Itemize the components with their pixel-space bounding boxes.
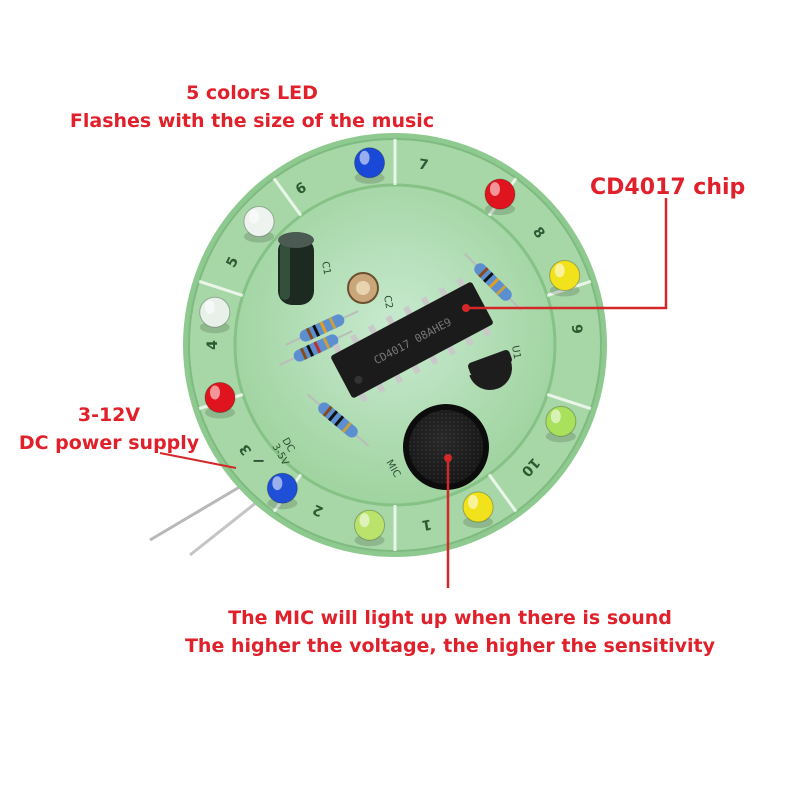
leader-lines [159, 198, 668, 588]
capacitor-c1: C1 [278, 232, 332, 305]
transistor: U1 [468, 345, 522, 390]
power-leads [149, 480, 263, 557]
led-1 [462, 491, 494, 529]
led-annotation-line1: 5 colors LED [186, 82, 318, 104]
led-array [199, 147, 581, 547]
led-number-7: 7 [417, 157, 429, 174]
led-6 [243, 206, 275, 243]
ring-divider [487, 473, 518, 513]
chip-leader-line [466, 198, 668, 310]
led-9 [549, 259, 581, 297]
ring-divider [198, 279, 244, 297]
led-7 [354, 147, 386, 184]
led-annotation: 5 colors LED Flashes with the size of th… [52, 80, 452, 135]
led-number-9: 9 [568, 324, 585, 335]
led-8 [484, 178, 516, 216]
mic-annotation-line2: The higher the voltage, the higher the s… [184, 634, 716, 657]
chip-annotation: CD4017 chip [590, 175, 746, 200]
mic-annotation-line1: The MIC will light up when there is soun… [228, 607, 672, 629]
c1-label: C1 [319, 261, 332, 276]
led-10 [545, 405, 577, 443]
power-annotation: 3-12V DC power supply [14, 402, 204, 457]
power-leader-line [159, 452, 237, 469]
led-4 [204, 382, 236, 419]
led-2 [354, 509, 386, 547]
minus-label: − [252, 451, 265, 470]
mic-annotation: The MIC will light up when there is soun… [150, 605, 750, 660]
u1-label: U1 [509, 345, 522, 360]
capacitor-c2: C2 [347, 272, 394, 310]
power-annotation-line2: DC power supply [18, 431, 200, 454]
resistors [279, 253, 522, 447]
led-number-4: 4 [205, 340, 221, 350]
led-number-1: 1 [420, 516, 432, 533]
ring-divider [546, 393, 592, 411]
power-annotation-line1: 3-12V [77, 404, 141, 426]
ring-divider [272, 177, 303, 217]
c2-label: C2 [381, 295, 394, 310]
led-annotation-line2: Flashes with the size of the music [69, 109, 435, 132]
led-5 [199, 296, 231, 334]
microphone: MIC [383, 404, 489, 490]
led-3 [266, 472, 298, 510]
